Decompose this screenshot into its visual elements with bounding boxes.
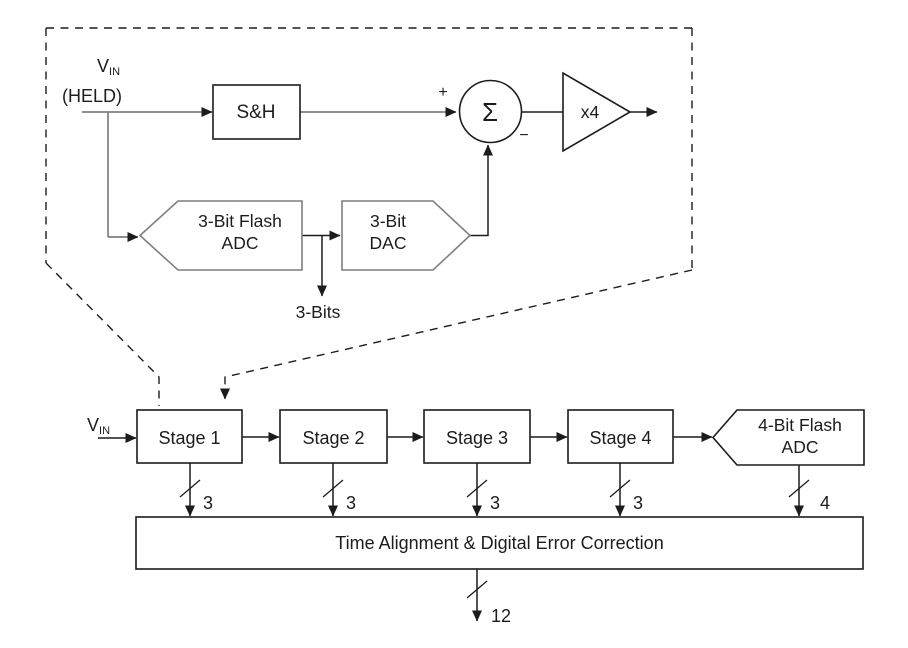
pipeline-shapes — [135, 409, 865, 570]
stage-3-bus-width: 3 — [490, 493, 500, 513]
stage-4-box — [567, 409, 674, 464]
summer-minus-sign: − — [519, 127, 528, 144]
callout-leader-right — [220, 269, 693, 400]
detail-gray-shapes — [138, 200, 472, 271]
sample-hold-box — [212, 84, 301, 140]
dac-3bit-label-line1: 3-Bit — [370, 211, 406, 231]
output-bus-slash — [466, 580, 488, 599]
callout-leader-left — [45, 262, 160, 406]
dashed-callout-box — [45, 27, 693, 406]
stage3-bus-slash — [466, 479, 488, 498]
stage-2-bus-width: 3 — [346, 493, 356, 513]
stage-3-label: Stage 3 — [446, 428, 508, 448]
stage-1-box — [136, 409, 243, 464]
sigma-symbol: Σ — [482, 97, 498, 127]
dac-3bit-shape — [341, 200, 472, 271]
detail-black-lines — [302, 107, 658, 297]
dac-3bit-label-line2: DAC — [370, 233, 407, 253]
error-correction-label: Time Alignment & Digital Error Correctio… — [335, 533, 663, 553]
gain-amplifier-triangle — [562, 71, 632, 153]
stage-2-box — [279, 409, 388, 464]
stage-2-label: Stage 2 — [302, 428, 364, 448]
stage-4-label: Stage 4 — [589, 428, 651, 448]
stage-1-bus-width: 3 — [203, 493, 213, 513]
flash-adc-3bit-label-line2: ADC — [222, 233, 259, 253]
stage-1-label: Stage 1 — [158, 428, 220, 448]
pipeline-lines — [98, 432, 810, 622]
detail-analog-lines — [82, 107, 457, 242]
dac-feedback-line — [470, 144, 493, 237]
bits-out-label: 3-Bits — [296, 302, 341, 322]
stage1-bus-slash — [179, 479, 201, 498]
stage-3-box — [423, 409, 531, 464]
error-correction-box — [135, 516, 864, 570]
gain-amplifier-label: x4 — [581, 102, 600, 122]
flash-bus-width: 4 — [820, 493, 830, 513]
vin-held-label: VIN — [97, 56, 120, 78]
sample-hold-label: S&H — [236, 102, 275, 123]
stage4-bus-slash — [609, 479, 631, 498]
vin-held-sublabel: (HELD) — [62, 86, 122, 106]
flash-adc-4bit-label-line2: ADC — [782, 437, 819, 457]
stage-4-bus-width: 3 — [633, 493, 643, 513]
summing-junction-circle — [458, 79, 523, 144]
detail-black-shapes — [212, 71, 632, 153]
flash-adc-3bit-label-line1: 3-Bit Flash — [198, 211, 282, 231]
pipeline-vin-label: VIN — [87, 415, 110, 437]
flash-adc-4bit-label-line1: 4-Bit Flash — [758, 415, 842, 435]
flash-bus-slash — [788, 479, 810, 498]
summer-plus-sign: + — [438, 84, 447, 101]
flash-adc-4bit-shape — [711, 409, 865, 466]
stage2-bus-slash — [322, 479, 344, 498]
output-bus-width: 12 — [491, 606, 511, 626]
flash-adc-3bit-shape — [138, 200, 303, 271]
